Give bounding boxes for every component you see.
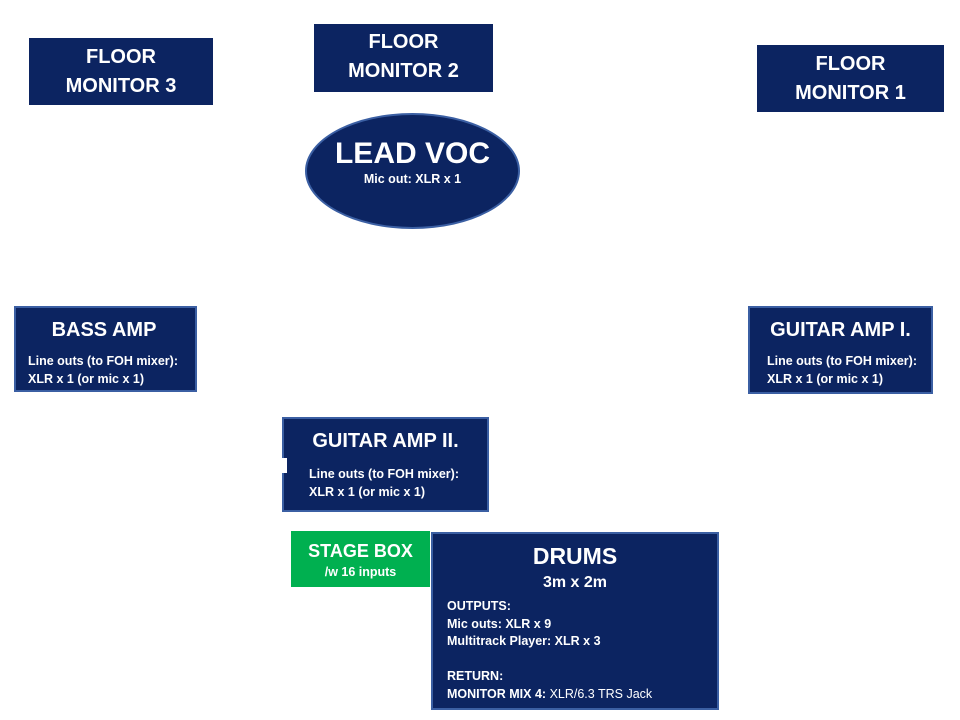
stage-box-node: STAGE BOX /w 16 inputs xyxy=(291,531,430,587)
drums-detail: OUTPUTS: Mic outs: XLR x 9 Multitrack Pl… xyxy=(447,598,717,703)
floor-monitor-1-label: FLOOR MONITOR 1 xyxy=(757,50,944,108)
drums-outputs-label: OUTPUTS: xyxy=(447,599,511,613)
lead-voc-title: LEAD VOC xyxy=(334,137,490,170)
drums-size: 3m x 2m xyxy=(542,574,608,591)
bass-amp-node: BASS AMP Line outs (to FOH mixer): XLR x… xyxy=(14,306,197,392)
drums-multitrack: Multitrack Player: XLR x 3 xyxy=(447,634,601,648)
stage-box-title: STAGE BOX xyxy=(308,541,413,561)
bass-amp-line-outs: Line outs (to FOH mixer): xyxy=(28,354,178,368)
floor-monitor-1: FLOOR MONITOR 1 xyxy=(757,45,944,112)
guitar-amp-1-detail: Line outs (to FOH mixer): XLR x 1 (or mi… xyxy=(767,352,931,388)
floor-monitor-3-line2: MONITOR 3 xyxy=(65,75,177,97)
stage-box-detail: /w 16 inputs xyxy=(324,565,397,579)
floor-monitor-3-label: FLOOR MONITOR 3 xyxy=(29,43,213,101)
guitar-amp-1-xlr: XLR x 1 (or mic x 1) xyxy=(767,372,884,386)
guitar-amp-2-xlr: XLR x 1 (or mic x 1) xyxy=(309,485,426,499)
guitar-amp-2-title: GUITAR AMP II. xyxy=(312,430,459,452)
floor-monitor-2-label: FLOOR MONITOR 2 xyxy=(314,28,493,86)
guitar-amp-1-node: GUITAR AMP I. Line outs (to FOH mixer): … xyxy=(748,306,933,394)
floor-monitor-1-line2: MONITOR 1 xyxy=(795,82,906,104)
guitar-amp-1-title: GUITAR AMP I. xyxy=(770,319,911,341)
floor-monitor-2-line1: FLOOR xyxy=(368,31,439,53)
lead-voc-node: LEAD VOC Mic out: XLR x 1 xyxy=(305,113,520,229)
drums-return-label: RETURN: xyxy=(447,669,504,683)
floor-monitor-1-line1: FLOOR xyxy=(815,53,886,75)
drums-monitor-mix: MONITOR MIX 4: XLR/6.3 TRS Jack xyxy=(447,686,717,704)
drums-monitor-mix-label: MONITOR MIX 4: xyxy=(447,686,547,701)
drums-mic-outs: Mic outs: XLR x 9 xyxy=(447,616,552,631)
guitar-amp-2-node: GUITAR AMP II. Line outs (to FOH mixer):… xyxy=(282,417,489,512)
bass-amp-detail: Line outs (to FOH mixer): XLR x 1 (or mi… xyxy=(28,352,195,388)
floor-monitor-2: FLOOR MONITOR 2 xyxy=(314,24,493,92)
guitar-amp-2-line-outs: Line outs (to FOH mixer): xyxy=(309,467,459,481)
floor-monitor-2-line2: MONITOR 2 xyxy=(348,60,459,82)
drums-node: DRUMS 3m x 2m OUTPUTS: Mic outs: XLR x 9… xyxy=(431,532,719,710)
drums-title: DRUMS xyxy=(532,543,618,569)
floor-monitor-3: FLOOR MONITOR 3 xyxy=(29,38,213,105)
bass-amp-xlr: XLR x 1 (or mic x 1) xyxy=(28,372,145,386)
guitar-amp-1-line-outs: Line outs (to FOH mixer): xyxy=(767,354,917,368)
floor-monitor-3-line1: FLOOR xyxy=(86,46,156,68)
border-notch xyxy=(282,458,287,473)
bass-amp-title: BASS AMP xyxy=(51,319,157,341)
drums-spacer xyxy=(447,651,717,669)
guitar-amp-2-detail: Line outs (to FOH mixer): XLR x 1 (or mi… xyxy=(309,465,487,501)
drums-monitor-mix-value: XLR/6.3 TRS Jack xyxy=(546,686,653,701)
lead-voc-detail: Mic out: XLR x 1 xyxy=(363,172,462,186)
